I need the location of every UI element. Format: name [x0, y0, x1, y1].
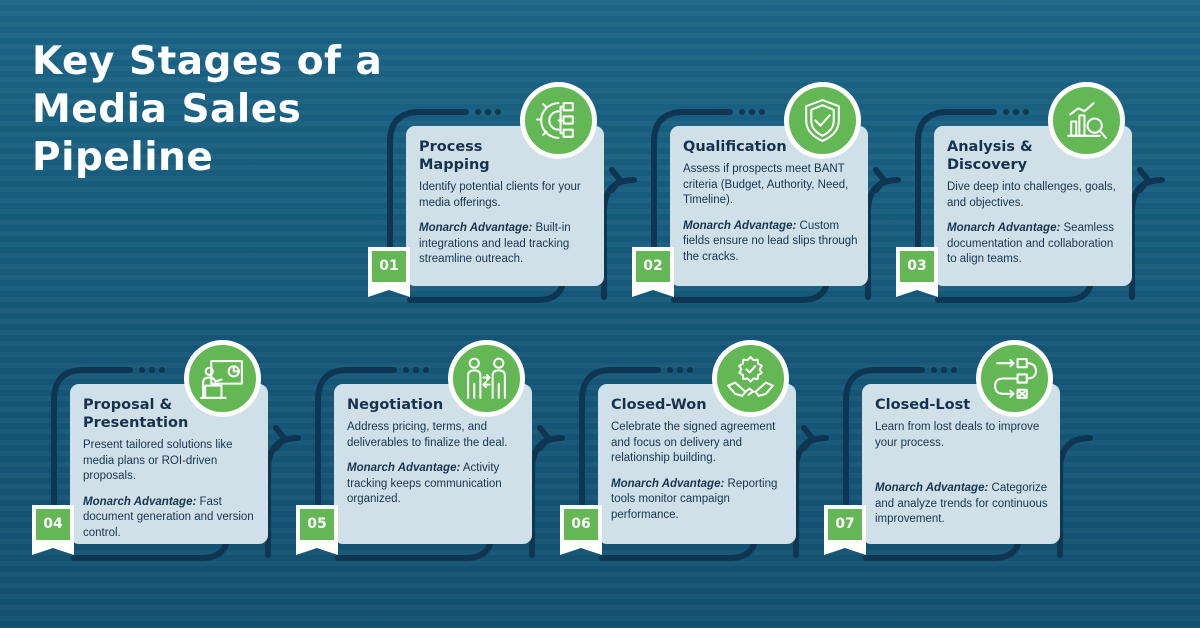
stage-number-badge: 06 — [560, 505, 602, 555]
advantage-text: Reporting tools monitor campaign perform… — [611, 477, 778, 521]
stage-number: 07 — [828, 509, 862, 540]
stage-number: 01 — [372, 251, 406, 282]
stage-advantage: Monarch Advantage: Seamless documentatio… — [947, 221, 1124, 268]
chart-magnifier-icon — [1048, 82, 1125, 159]
stage-03: Analysis & Discovery Dive deep into chal… — [896, 82, 1172, 332]
advantage-label: Monarch Advantage: — [419, 222, 533, 234]
title-line-1: Key Stages of a — [32, 39, 383, 84]
stage-description: Address pricing, terms, and deliverables… — [347, 421, 508, 449]
stage-number: 06 — [564, 509, 598, 540]
stage-card: Closed-Lost Learn from lost deals to imp… — [862, 384, 1060, 544]
stage-description: Learn from lost deals to improve your pr… — [875, 421, 1040, 449]
shield-check-icon — [784, 82, 861, 159]
advantage-label: Monarch Advantage: — [875, 482, 989, 494]
stage-title: Closed-Won — [611, 397, 707, 413]
stage-number: 03 — [900, 251, 934, 282]
stage-05: Negotiation Address pricing, terms, and … — [296, 340, 572, 590]
flow-crossed-box-icon — [976, 340, 1053, 417]
stage-number: 04 — [36, 509, 70, 540]
advantage-text: Built-in integrations and lead tracking … — [419, 222, 571, 265]
stage-title: Negotiation — [347, 397, 444, 413]
stage-title: Process Mapping — [419, 139, 490, 173]
title-line-2: Media Sales — [32, 87, 302, 132]
stage-advantage: Monarch Advantage: Activity tracking kee… — [347, 461, 524, 508]
connector-line — [651, 109, 901, 303]
stage-number: 02 — [636, 251, 670, 282]
stage-number-badge: 03 — [896, 247, 938, 297]
title-line-3: Pipeline — [32, 135, 214, 180]
people-exchange-icon — [448, 340, 525, 417]
stage-title: Closed-Lost — [875, 397, 971, 413]
stage-06: Closed-Won Celebrate the signed agreemen… — [560, 340, 836, 590]
stage-title: Qualification — [683, 139, 787, 155]
advantage-text: Categorize and analyze trends for contin… — [875, 482, 1048, 525]
stage-card: Proposal & Presentation Present tailored… — [70, 384, 268, 544]
stage-advantage: Monarch Advantage: Custom fields ensure … — [683, 219, 860, 266]
advantage-text: Custom fields ensure no lead slips throu… — [683, 219, 858, 263]
stage-number: 05 — [300, 509, 334, 540]
advantage-text: Fast document generation and version con… — [83, 495, 254, 539]
stage-number-badge: 01 — [368, 247, 410, 297]
advantage-label: Monarch Advantage: — [947, 222, 1061, 234]
stage-description: Identify potential clients for your medi… — [419, 181, 581, 209]
stage-advantage: Monarch Advantage: Reporting tools monit… — [611, 477, 788, 524]
advantage-label: Monarch Advantage: — [347, 462, 461, 474]
stage-07: Closed-Lost Learn from lost deals to imp… — [824, 340, 1100, 590]
stage-title: Proposal & Presentation — [83, 397, 189, 431]
stage-advantage: Monarch Advantage: Fast document generat… — [83, 495, 260, 542]
advantage-text: Seamless documentation and collaboration… — [947, 222, 1115, 265]
stage-number-badge: 04 — [32, 505, 74, 555]
stage-title: Analysis & Discovery — [947, 139, 1033, 173]
stage-number-badge: 05 — [296, 505, 338, 555]
advantage-label: Monarch Advantage: — [611, 477, 725, 490]
stage-description: Dive deep into challenges, goals, and ob… — [947, 181, 1116, 209]
advantage-label: Monarch Advantage: — [83, 495, 197, 508]
handshake-badge-icon — [712, 340, 789, 417]
stage-04: Proposal & Presentation Present tailored… — [32, 340, 308, 590]
stage-number-badge: 07 — [824, 505, 866, 555]
page-title: Key Stages of a Media Sales Pipeline — [32, 38, 382, 182]
advantage-text: Activity tracking keeps communication or… — [347, 462, 502, 505]
stage-advantage: Monarch Advantage: Built-in integrations… — [419, 221, 596, 268]
stage-description: Assess if prospects meet BANT criteria (… — [683, 163, 849, 206]
stage-01: Process Mapping Identify potential clien… — [368, 82, 644, 332]
stage-description: Present tailored solutions like media pl… — [83, 439, 233, 482]
stage-description: Celebrate the signed agreement and focus… — [611, 421, 776, 464]
advantage-label: Monarch Advantage: — [683, 219, 797, 232]
presenter-screen-icon — [184, 340, 261, 417]
stage-advantage: Monarch Advantage: Categorize and analyz… — [875, 481, 1052, 528]
stage-number-badge: 02 — [632, 247, 674, 297]
process-gear-flowchart-icon — [520, 82, 597, 159]
stage-02: Qualification Assess if prospects meet B… — [632, 82, 908, 332]
